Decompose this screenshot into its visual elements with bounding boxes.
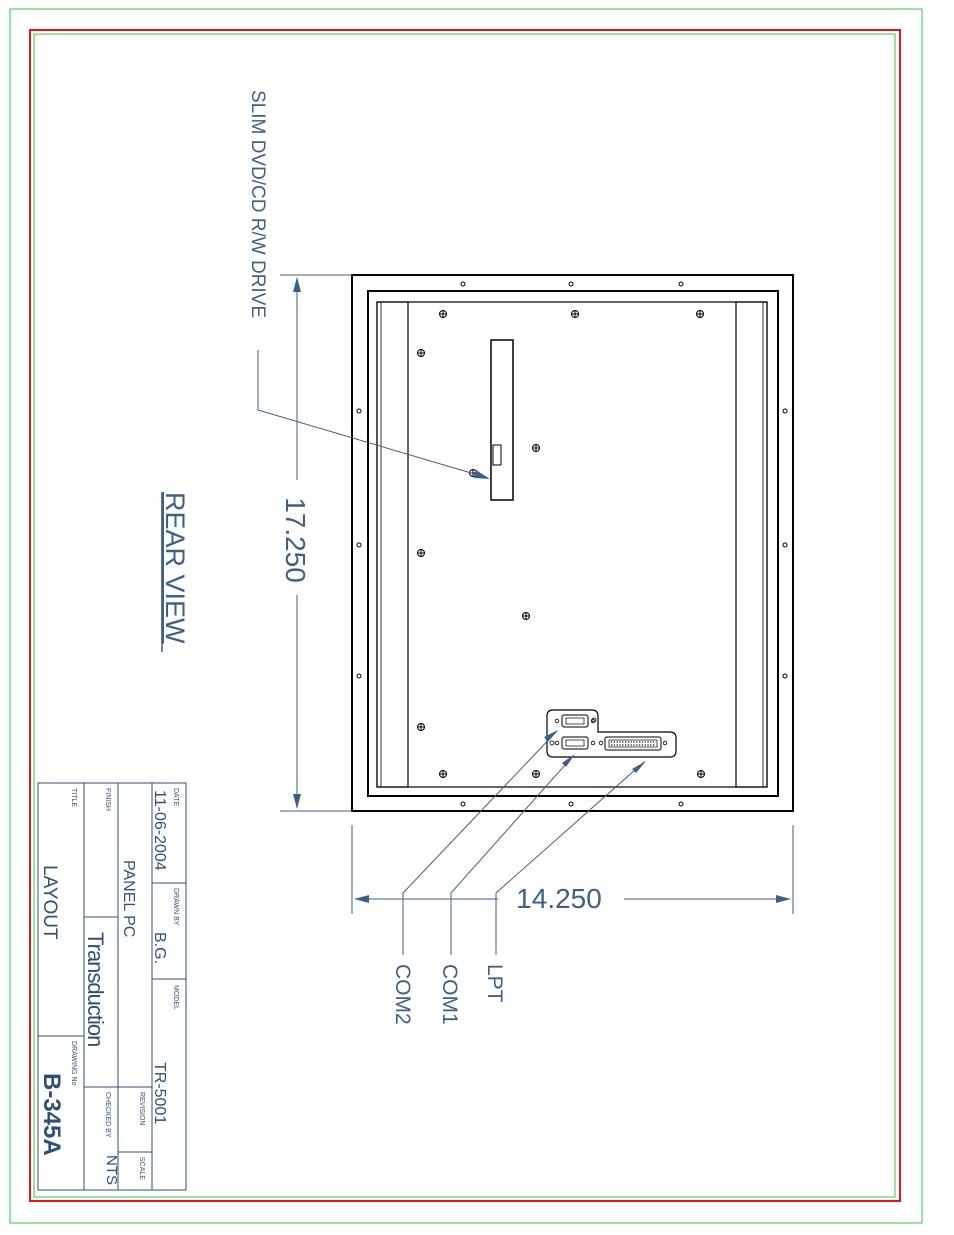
company-logo-text: Transduction xyxy=(83,932,108,1046)
dimension-height xyxy=(280,274,352,812)
checked-by-label: CHECKED BY xyxy=(104,1092,111,1138)
dimension-height-label: 17.250 xyxy=(280,497,311,583)
drawn-by-value: B.G. xyxy=(151,932,168,964)
date-label: DATE xyxy=(172,788,179,806)
panel-rear-view xyxy=(351,274,794,812)
product-name: PANEL PC xyxy=(120,860,137,937)
revision-label: REVISION xyxy=(138,1092,145,1125)
connector-panel xyxy=(546,709,677,758)
drawing-no-label: DRAWING No xyxy=(70,1041,77,1086)
dimension-width-label: 14.250 xyxy=(516,883,602,914)
title-block xyxy=(37,782,187,1191)
model-value: TR-5001 xyxy=(151,1062,168,1124)
red-border xyxy=(29,29,901,1202)
drawing-no-value: B-345A xyxy=(38,1073,65,1156)
screws xyxy=(417,310,705,778)
com1-label: COM1 xyxy=(438,964,461,1025)
drive-callout-label: SLIM DVD/CD R/W DRIVE xyxy=(247,90,268,318)
scale-value: NTS xyxy=(103,1155,120,1185)
frame-holes xyxy=(356,281,788,807)
view-title: REAR VIEW xyxy=(160,492,190,644)
title-label: TITLE xyxy=(70,788,77,807)
finish-label: FINISH xyxy=(104,788,111,811)
callout-leaders xyxy=(257,350,646,955)
outer-green-border xyxy=(9,8,923,1224)
lpt-label: LPT xyxy=(483,964,506,1003)
dimension-width xyxy=(351,825,794,914)
date-value: 11-06-2004 xyxy=(151,790,168,871)
drawn-by-label: DRAWN BY xyxy=(172,888,179,926)
title-value: LAYOUT xyxy=(39,865,60,940)
scale-label: SCALE xyxy=(138,1157,145,1180)
inner-green-border xyxy=(33,33,896,1198)
dvd-drive xyxy=(490,339,514,501)
model-label: MODEL xyxy=(172,985,179,1010)
com2-label: COM2 xyxy=(391,964,414,1025)
